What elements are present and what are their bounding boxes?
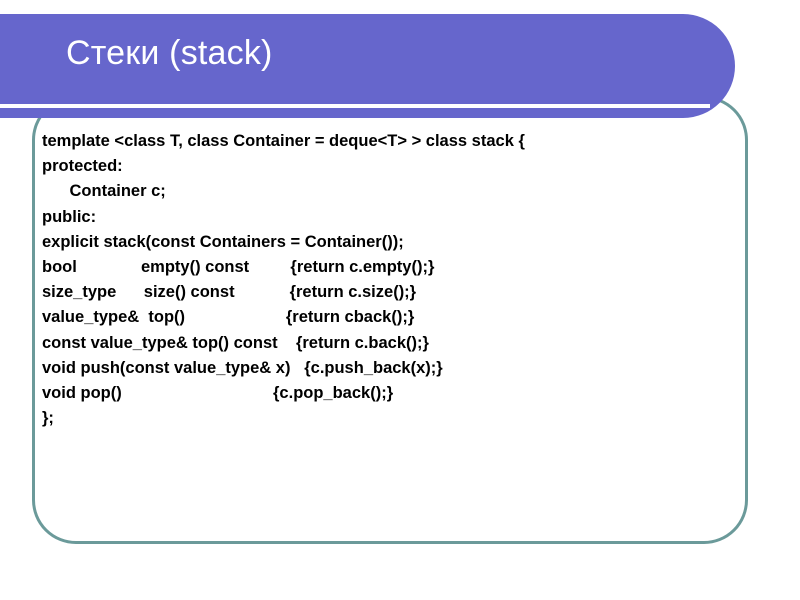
code-line: size_type size() const {return c.size();… <box>42 283 417 302</box>
code-line: const value_type& top() const {return c.… <box>42 333 429 352</box>
code-line: void push(const value_type& x) {c.push_b… <box>42 358 443 377</box>
title-underline-rule <box>0 104 710 108</box>
code-listing: template <class T, class Container = deq… <box>42 129 732 431</box>
code-line: }; <box>42 409 54 428</box>
title-banner <box>0 14 735 118</box>
code-line: explicit stack(const Containers = Contai… <box>42 232 404 251</box>
code-line: template <class T, class Container = deq… <box>42 132 525 150</box>
code-line: Container c; <box>42 182 166 201</box>
code-line: public: <box>42 207 97 226</box>
slide-title: Стеки (stack) <box>66 34 273 72</box>
code-line: void pop() {c.pop_back();} <box>42 383 394 402</box>
code-line: protected: <box>42 157 123 176</box>
code-line: value_type& top() {return cback();} <box>42 308 415 327</box>
code-line: bool empty() const {return c.empty();} <box>42 257 435 276</box>
